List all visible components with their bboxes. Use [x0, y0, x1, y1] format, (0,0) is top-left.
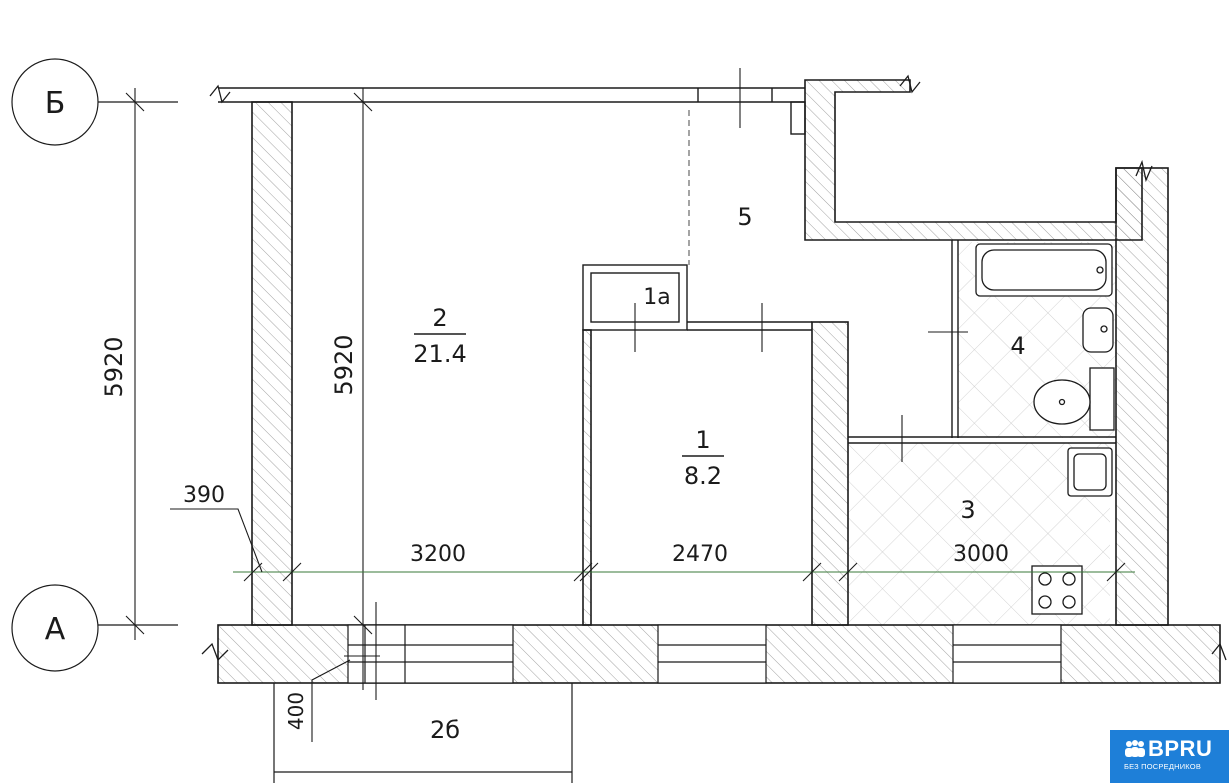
watermark-tagline: БЕЗ ПОСРЕДНИКОВ [1124, 762, 1202, 771]
dimension-lines [125, 68, 1135, 742]
watermark-brand-row: BPRU [1124, 738, 1229, 760]
windows [347, 624, 1062, 684]
bathtub-inner [981, 249, 1107, 291]
room-2b-number: 2б [430, 716, 460, 744]
left-exterior-wall [251, 101, 293, 626]
balcony [273, 683, 573, 783]
room-2-area: 21.4 [413, 340, 466, 368]
partition-wall-room1-kitchen [811, 321, 849, 626]
room-2-number: 2 [432, 304, 447, 332]
window-room2 [347, 624, 514, 684]
overall-height-dimension: 5920 [100, 336, 128, 397]
stove [1031, 565, 1083, 615]
axis-lines [11, 58, 178, 672]
room-4-number: 4 [1010, 332, 1025, 360]
fixtures [975, 243, 1115, 615]
span-1-dimension: 3200 [410, 542, 466, 567]
axis-label-bottom: А [45, 612, 66, 647]
toilet-tank [1089, 367, 1115, 431]
labels: Б А 5920 5920 390 3200 2470 3000 400 2 2… [45, 86, 1026, 744]
axis-bubble-top [11, 58, 99, 146]
watermark-brand: BPRU [1148, 736, 1213, 761]
axis-bubble-bottom [11, 584, 99, 672]
balcony-depth-dimension: 400 [284, 692, 308, 730]
room-1-number: 1 [695, 426, 710, 454]
window-kitchen [952, 624, 1062, 684]
watermark-badge: BPRU БЕЗ ПОСРЕДНИКОВ [1110, 730, 1229, 783]
room-3-number: 3 [960, 496, 975, 524]
span-2-dimension: 2470 [672, 542, 728, 567]
room-5-number: 5 [737, 203, 752, 231]
wall-thickness-leader [170, 508, 263, 573]
window-room1 [657, 624, 767, 684]
break-marks [201, 74, 1227, 662]
room-height-dimension: 5920 [330, 334, 358, 395]
room-1a-number: 1а [643, 285, 670, 310]
room-1-area: 8.2 [684, 462, 722, 490]
room2-room1-partition [582, 329, 592, 626]
right-exterior-wall [1115, 167, 1169, 626]
axis-label-top: Б [45, 86, 66, 121]
vent-niche [790, 101, 806, 135]
top-right-wall [804, 79, 1143, 241]
span-3-dimension: 3000 [953, 542, 1009, 567]
balcony-depth-leader [311, 659, 351, 742]
partitions [218, 87, 1116, 444]
wall-thickness-dimension: 390 [183, 483, 225, 508]
people-logo-icon [1125, 740, 1145, 757]
bathroom-sink [1082, 307, 1114, 353]
